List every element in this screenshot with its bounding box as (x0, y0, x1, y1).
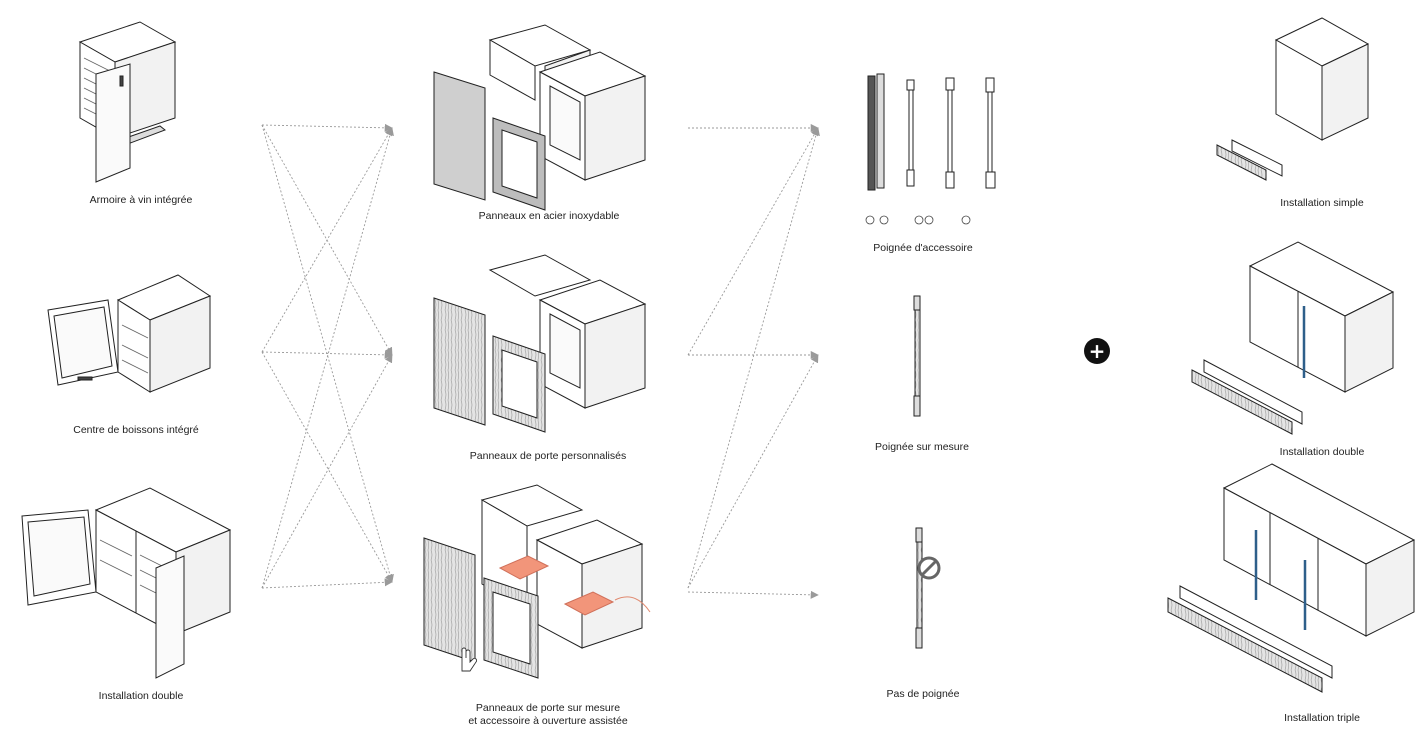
label-double-install: Installation double (1279, 446, 1365, 458)
single-install-illustration (1216, 17, 1370, 181)
double-unit-illustration (21, 487, 232, 679)
label-single-install: Installation simple (1280, 197, 1364, 209)
label-accessory-handle: Poignée d'accessoire (873, 242, 973, 254)
label-wine-cabinet: Armoire à vin intégrée (89, 194, 193, 206)
stainless-panels-illustration (433, 24, 647, 211)
label-triple-install: Installation triple (1284, 712, 1360, 724)
beverage-center-illustration (47, 274, 212, 393)
double-install-illustration (1191, 241, 1395, 435)
no-handle-illustration (915, 527, 941, 649)
triple-install-illustration (1167, 463, 1416, 693)
connectors-panels-to-handles (687, 123, 820, 599)
custom-panels-push-open-illustration (423, 484, 651, 679)
label-double-unit: Installation double (98, 690, 184, 702)
label-custom-panels: Panneaux de porte personnalisés (469, 450, 627, 462)
custom-handle-illustration (913, 295, 921, 417)
label-custom-handle: Poignée sur mesure (875, 441, 969, 453)
wine-cabinet-illustration (78, 21, 177, 183)
label-custom-panels-push-open: Panneaux de porte sur mesure et accessoi… (468, 702, 628, 727)
connectors-units-to-panels (261, 123, 394, 589)
label-no-handle: Pas de poignée (886, 688, 960, 700)
label-stainless-panels: Panneaux en acier inoxydable (478, 210, 620, 222)
custom-panels-illustration (433, 254, 647, 433)
label-beverage-center: Centre de boissons intégré (73, 424, 199, 436)
accessory-handles-illustration (865, 73, 996, 225)
plus-icon: + (1084, 338, 1110, 364)
